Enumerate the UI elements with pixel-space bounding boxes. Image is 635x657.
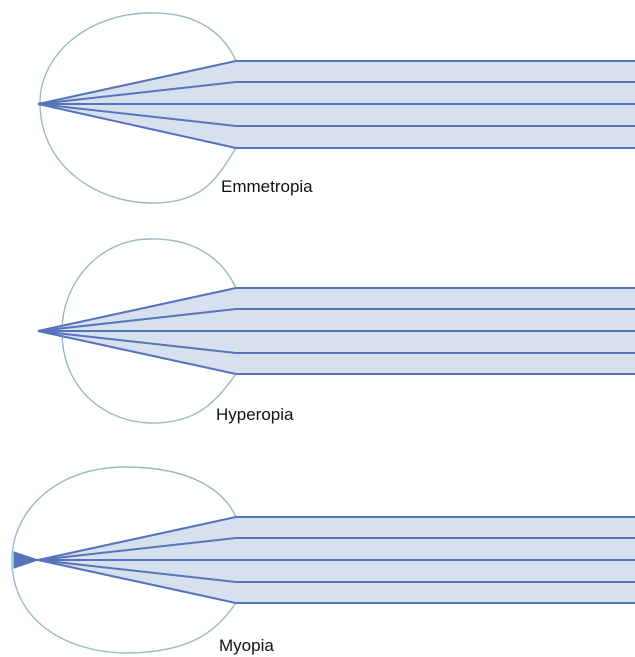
emmetropia-diagram: Emmetropia <box>38 13 635 203</box>
myopia-label: Myopia <box>219 636 274 655</box>
hyperopia-diagram: Hyperopia <box>38 239 635 424</box>
myopia-diagram: Myopia <box>12 467 635 655</box>
emmetropia-label: Emmetropia <box>221 177 313 196</box>
hyperopia-label: Hyperopia <box>216 405 294 424</box>
